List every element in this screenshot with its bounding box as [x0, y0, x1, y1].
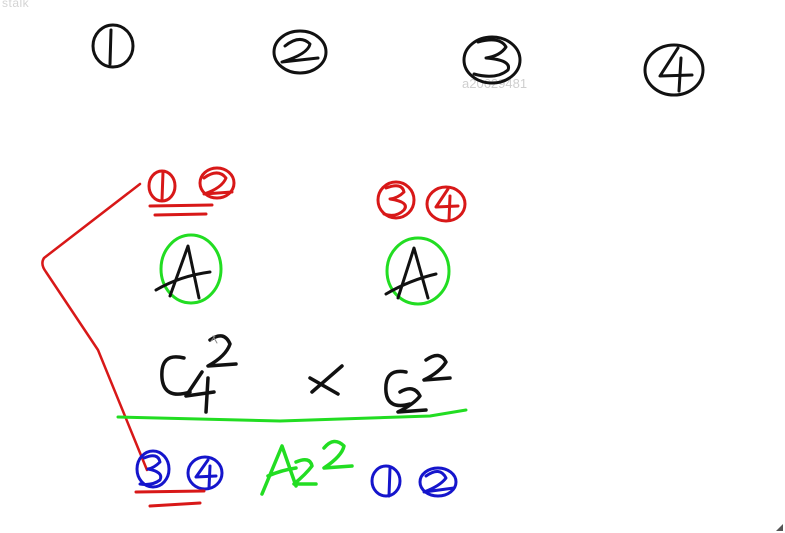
pair-left-12: [147, 166, 236, 217]
bottom-a22: [260, 439, 354, 496]
red-bracket-line: [41, 182, 149, 472]
pen-cursor-icon: [210, 335, 218, 344]
formula-c42: [160, 334, 238, 414]
bottom-pair-34: [134, 449, 224, 508]
arrangement-right: [384, 236, 451, 306]
resize-grip-icon[interactable]: [776, 524, 783, 531]
bottom-pair-12: [370, 464, 458, 498]
top-circled-3: [462, 35, 522, 85]
formula-c22: [384, 353, 452, 414]
top-circled-4: [643, 43, 705, 97]
pair-right-34: [376, 180, 467, 223]
times-sign: [308, 364, 344, 396]
corner-label: stalk: [2, 0, 30, 10]
green-division-line: [116, 408, 468, 423]
arrangement-left: [154, 233, 223, 305]
top-circled-1: [91, 23, 135, 69]
top-circled-2: [272, 29, 328, 75]
